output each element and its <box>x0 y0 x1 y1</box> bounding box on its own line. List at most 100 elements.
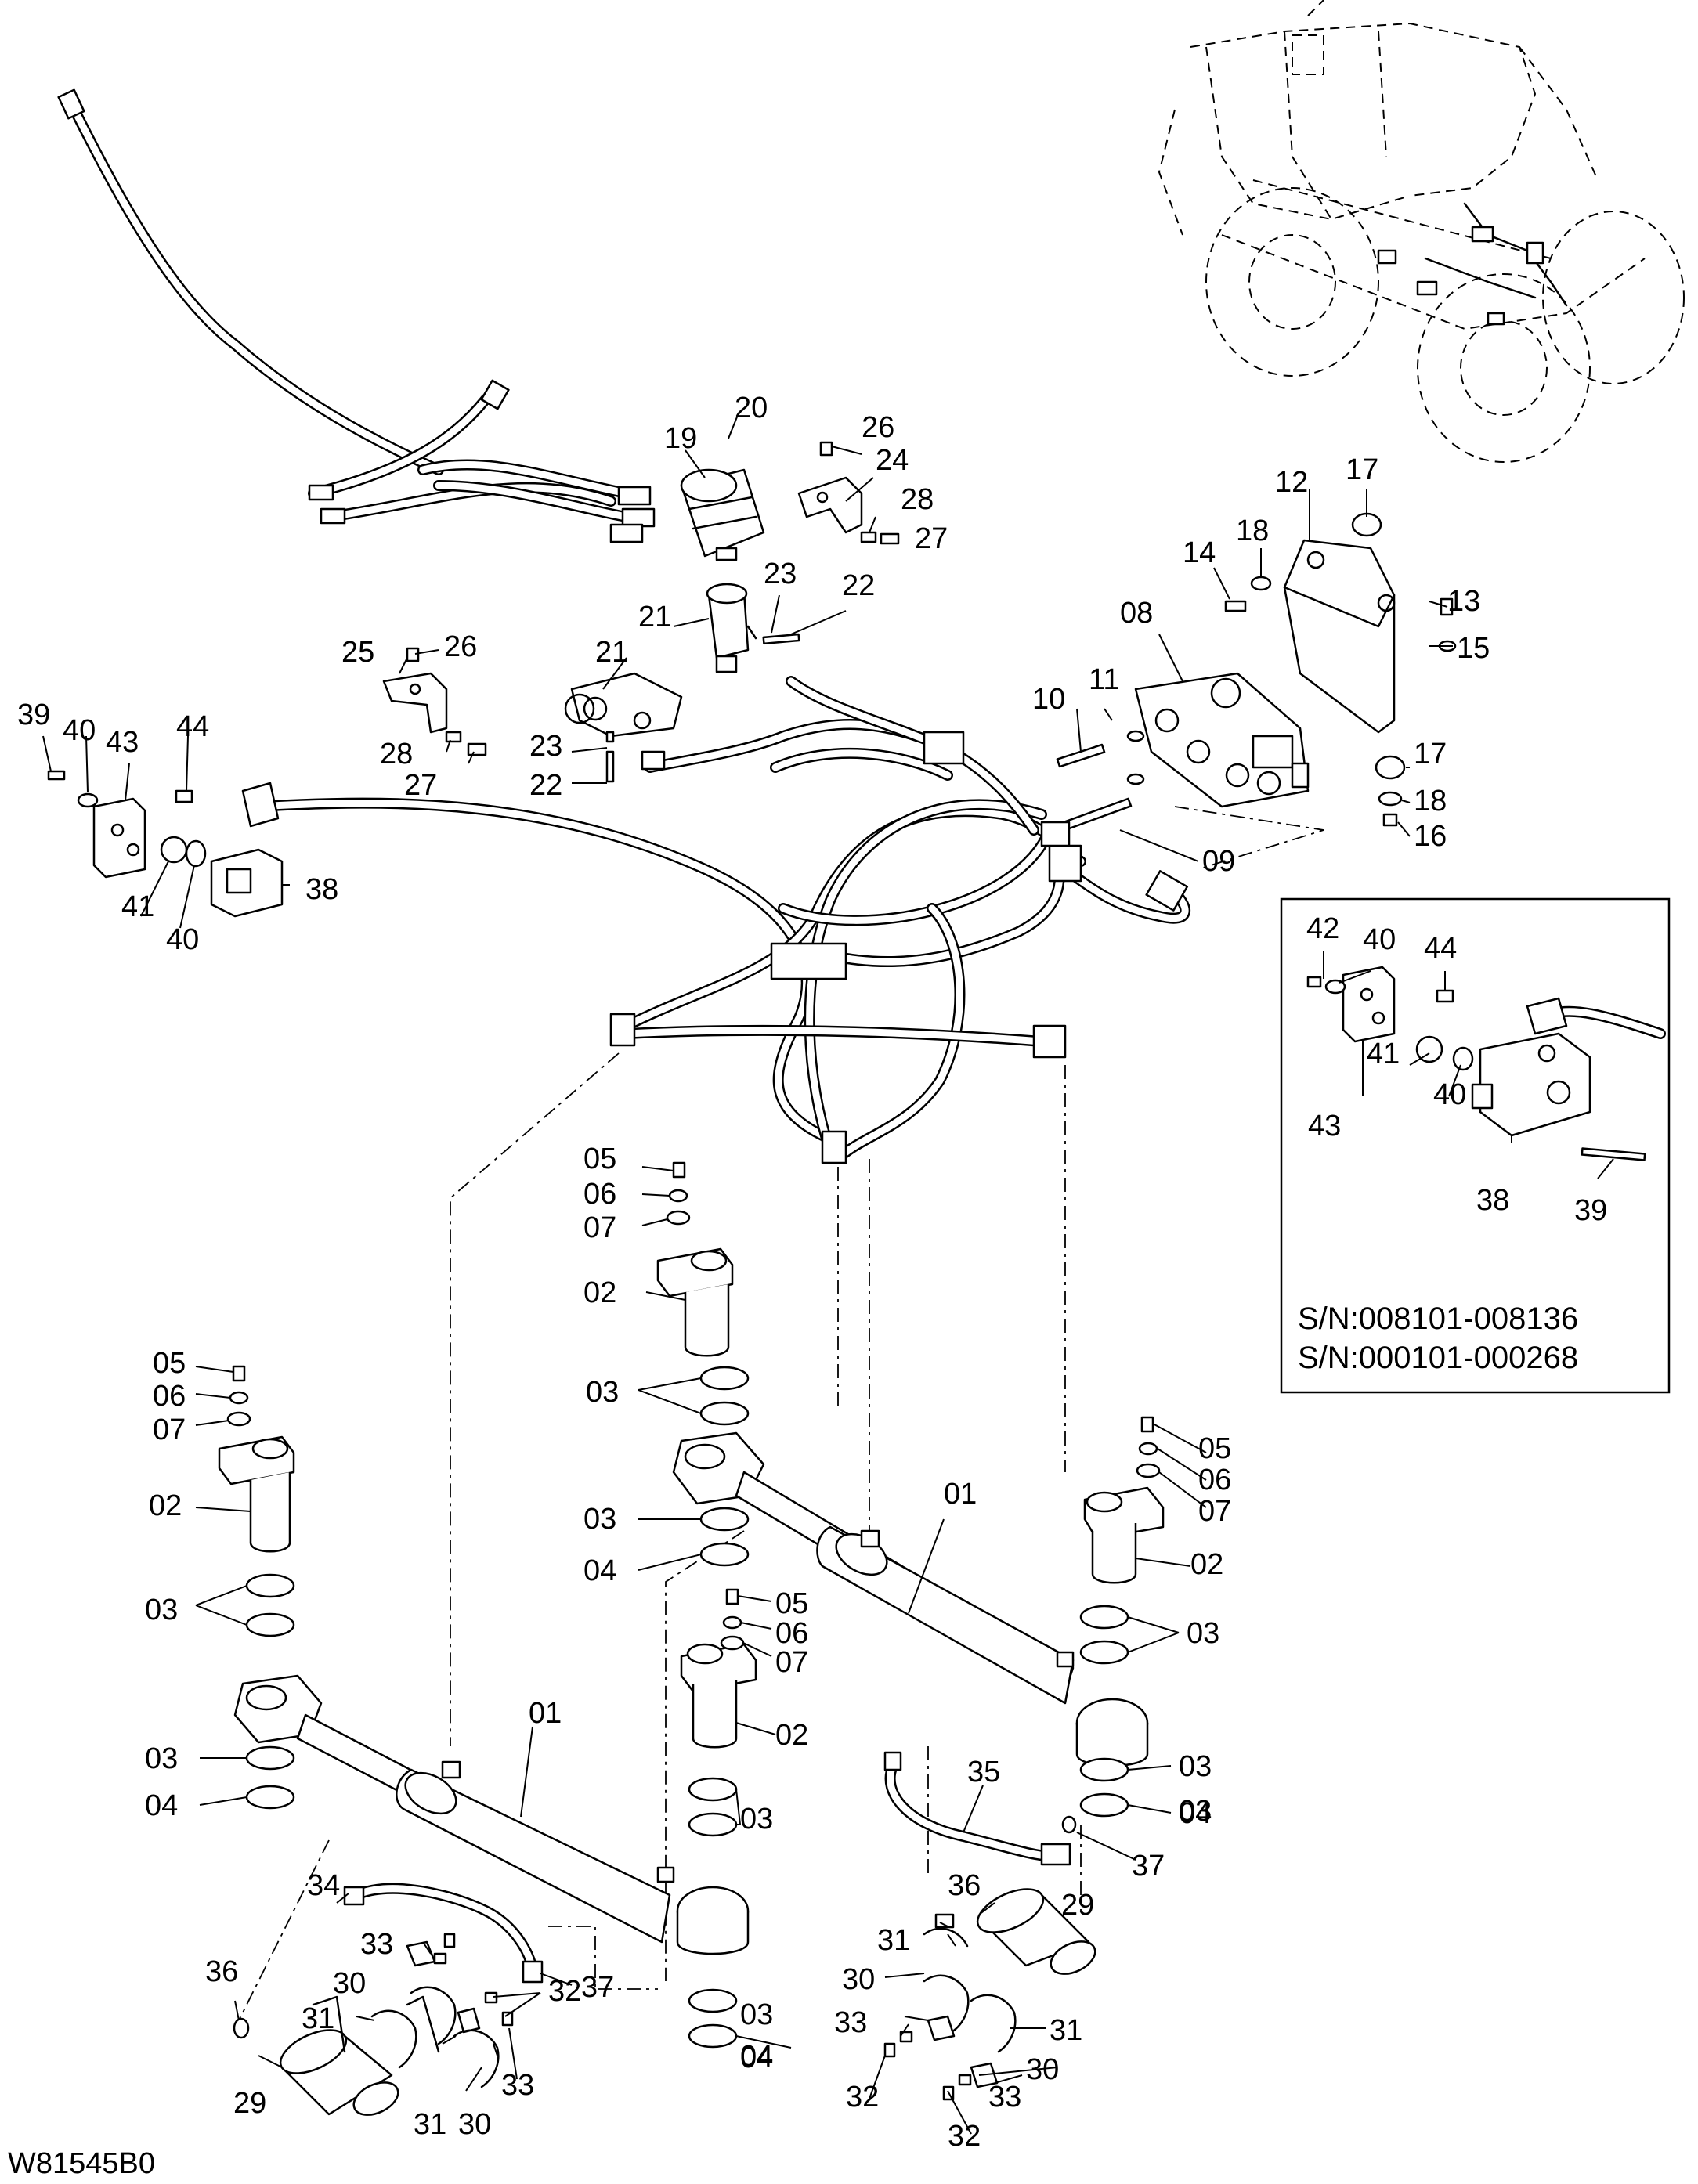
callout: 32 <box>948 2120 981 2153</box>
cylinder-29-right <box>883 1888 1096 2101</box>
callout: 33 <box>360 1928 393 1961</box>
bracket-24 <box>797 441 900 545</box>
callout: 11 <box>1089 663 1119 696</box>
callout: 29 <box>1061 1889 1094 1922</box>
callout: 40 <box>1363 923 1396 956</box>
callout: 10 <box>1032 683 1065 716</box>
inset-frame <box>1280 897 1671 1394</box>
callout: 23 <box>529 730 562 763</box>
inset-serial-number-1: S/N:008101-008136 <box>1298 1301 1578 1336</box>
callout: 34 <box>307 1869 340 1902</box>
callout: 04 <box>145 1789 178 1822</box>
pin-02-right <box>1079 1416 1165 1818</box>
pin-02-center <box>680 1588 757 2049</box>
callout: 03 <box>145 1594 178 1626</box>
bracket-12 <box>1224 512 1457 827</box>
callout: 19 <box>664 422 697 455</box>
pin-02-top <box>656 1161 750 1567</box>
hose-35 <box>883 1751 1077 1866</box>
callout: 04 <box>1179 1797 1212 1830</box>
bracket-25 <box>382 647 487 756</box>
callout: 03 <box>740 1803 773 1836</box>
callout: 06 <box>153 1380 186 1413</box>
leader-lines <box>42 414 1614 2135</box>
callout: 03 <box>586 1376 619 1409</box>
callout: 23 <box>764 558 797 590</box>
callout: 42 <box>1306 912 1339 945</box>
callout: 09 <box>1202 845 1235 878</box>
callout: 17 <box>1346 453 1378 486</box>
callout: 33 <box>834 2006 867 2039</box>
assembly-center-lines <box>234 806 1324 2029</box>
callout: 20 <box>735 392 768 424</box>
callout: 05 <box>775 1587 808 1620</box>
callout: 39 <box>17 699 50 731</box>
callout: 40 <box>166 923 199 956</box>
pin-02-left <box>218 1365 295 1810</box>
callout: 27 <box>404 769 437 802</box>
callout: 03 <box>1179 1750 1212 1783</box>
callout: 07 <box>775 1646 808 1679</box>
callout: 31 <box>1050 2014 1082 2047</box>
callout: 03 <box>145 1742 178 1775</box>
callout: 30 <box>333 1967 366 2000</box>
callout: 38 <box>1476 1184 1509 1217</box>
callout: 05 <box>583 1143 616 1175</box>
callout: 26 <box>444 630 477 663</box>
callout: 02 <box>149 1489 182 1522</box>
callout: 39 <box>1574 1194 1607 1227</box>
callout: 21 <box>595 636 628 669</box>
callout: 04 <box>740 2040 773 2073</box>
solenoid-valve-19 <box>680 468 765 561</box>
inset-serial-number-2: S/N:000101-000268 <box>1298 1341 1578 1375</box>
callout: 36 <box>948 1869 981 1902</box>
callout: 14 <box>1183 536 1216 569</box>
callout: 40 <box>1433 1078 1466 1111</box>
callout: 25 <box>341 636 374 669</box>
callout: 01 <box>944 1478 977 1511</box>
callout: 30 <box>842 1963 875 1996</box>
callout: 33 <box>501 2069 534 2102</box>
callout: 43 <box>106 726 139 759</box>
callout: 37 <box>1132 1850 1165 1883</box>
cylinder-29-left <box>279 1933 514 2116</box>
drawing-id: W81545B0 <box>8 2147 155 2180</box>
callout: 01 <box>529 1697 562 1730</box>
callout: 31 <box>302 2002 334 2035</box>
callout: 35 <box>967 1756 1000 1789</box>
callout: 07 <box>583 1211 616 1244</box>
callout: 03 <box>740 1998 773 2031</box>
callout: 22 <box>842 569 875 602</box>
callout: 02 <box>775 1719 808 1752</box>
steering-cylinder-01-upper <box>672 1431 1149 1767</box>
callout: 02 <box>1190 1548 1223 1581</box>
callout: 43 <box>1308 1110 1341 1143</box>
callout: 03 <box>1187 1617 1219 1650</box>
callout: 27 <box>915 522 948 555</box>
callout: 40 <box>63 714 96 747</box>
callout: 08 <box>1120 597 1153 630</box>
callout: 06 <box>583 1178 616 1211</box>
block-38-assembly <box>47 770 284 918</box>
callout: 05 <box>1198 1432 1231 1465</box>
callout-labels: 20 19 26 24 28 27 23 22 21 21 12 17 14 1… <box>17 392 1607 2153</box>
callout: 21 <box>638 601 671 634</box>
callout: 07 <box>1198 1495 1231 1528</box>
callout: 44 <box>176 710 209 743</box>
callout: 17 <box>1414 738 1447 771</box>
callout: 44 <box>1424 932 1457 965</box>
callout: 04 <box>583 1554 616 1587</box>
callout: 30 <box>458 2108 491 2141</box>
callout: 06 <box>1198 1464 1231 1496</box>
callout: 31 <box>877 1924 910 1957</box>
callout: 29 <box>233 2087 266 2120</box>
hose-34 <box>233 1883 544 2039</box>
callout: 04 <box>740 2041 773 2074</box>
hose-harness-upper <box>57 88 656 543</box>
main-hose-bundle <box>241 676 1191 1164</box>
inset-block-38-assembly <box>1306 966 1666 1161</box>
callout: 22 <box>529 769 562 802</box>
machine-overview <box>1158 0 1685 463</box>
callout: 38 <box>305 873 338 906</box>
